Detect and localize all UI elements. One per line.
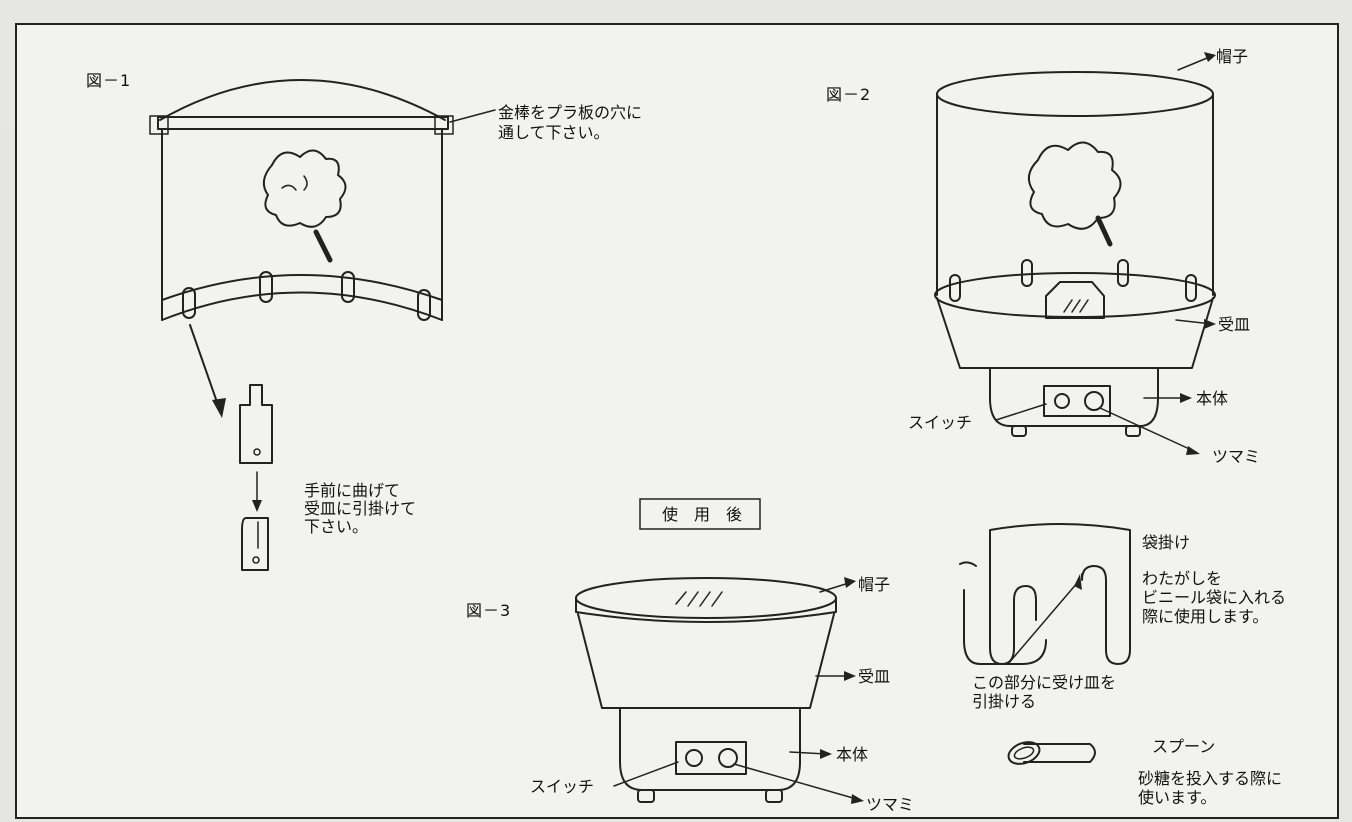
- fig1-note-bend-line3: 下さい。: [304, 517, 368, 536]
- fig1-note-bend-line1: 手前に曲げて: [304, 481, 400, 500]
- fig3-label-hat: 帽子: [858, 575, 890, 594]
- bag-hanger-desc-line2: ビニール袋に入れる: [1142, 588, 1286, 607]
- fig2-label-body: 本体: [1196, 389, 1228, 408]
- fig2-title: 図－2: [826, 85, 871, 104]
- fig1-note-rod-line2: 通して下さい。: [498, 123, 610, 142]
- fig3-title: 図－3: [466, 601, 511, 620]
- fig1-title: 図－1: [86, 71, 131, 90]
- sheet-border: [15, 23, 1339, 819]
- figure-1: 図－1 金棒をプラ板の穴に 通して下さい。: [86, 71, 642, 571]
- fig2-label-tray: 受皿: [1218, 315, 1250, 334]
- fig1-note-rod-line1: 金棒をプラ板の穴に: [498, 103, 642, 122]
- figure-2: 図－2 帽子 受皿 本体: [826, 47, 1260, 466]
- spoon-desc-line1: 砂糖を投入する際に: [1138, 769, 1282, 788]
- fig2-label-knob: ツマミ: [1212, 447, 1260, 466]
- fig3-label-body: 本体: [836, 745, 868, 764]
- fig2-label-switch: スイッチ: [908, 413, 972, 432]
- spoon-desc-line2: 使います。: [1138, 788, 1216, 807]
- bag-hanger-title: 袋掛け: [1142, 533, 1190, 552]
- spoon: スプーン 砂糖を投入する際に 使います。: [1007, 737, 1282, 807]
- bag-hanger: 袋掛け わたがしを ビニール袋に入れる 際に使用します。 この部分に受け皿を 引…: [959, 523, 1286, 711]
- fig2-label-hat: 帽子: [1216, 47, 1248, 66]
- spoon-title: スプーン: [1152, 737, 1215, 756]
- figure-3: 使 用 後 図－3 帽子 受皿 本体 スイッチ ツマミ: [466, 498, 914, 814]
- after-use-label: 使 用 後: [662, 505, 742, 524]
- after-use-box: [639, 498, 761, 530]
- fig3-label-knob: ツマミ: [866, 795, 914, 814]
- bag-hanger-hook-note-line1: この部分に受け皿を: [972, 673, 1116, 692]
- bag-hanger-desc-line3: 際に使用します。: [1142, 607, 1268, 626]
- fig3-label-tray: 受皿: [858, 667, 890, 686]
- fig3-label-switch: スイッチ: [530, 777, 594, 796]
- bag-hanger-desc-line1: わたがしを: [1142, 569, 1222, 588]
- fig1-note-bend-line2: 受皿に引掛けて: [304, 499, 416, 518]
- bag-hanger-hook-note-line2: 引掛ける: [972, 692, 1036, 711]
